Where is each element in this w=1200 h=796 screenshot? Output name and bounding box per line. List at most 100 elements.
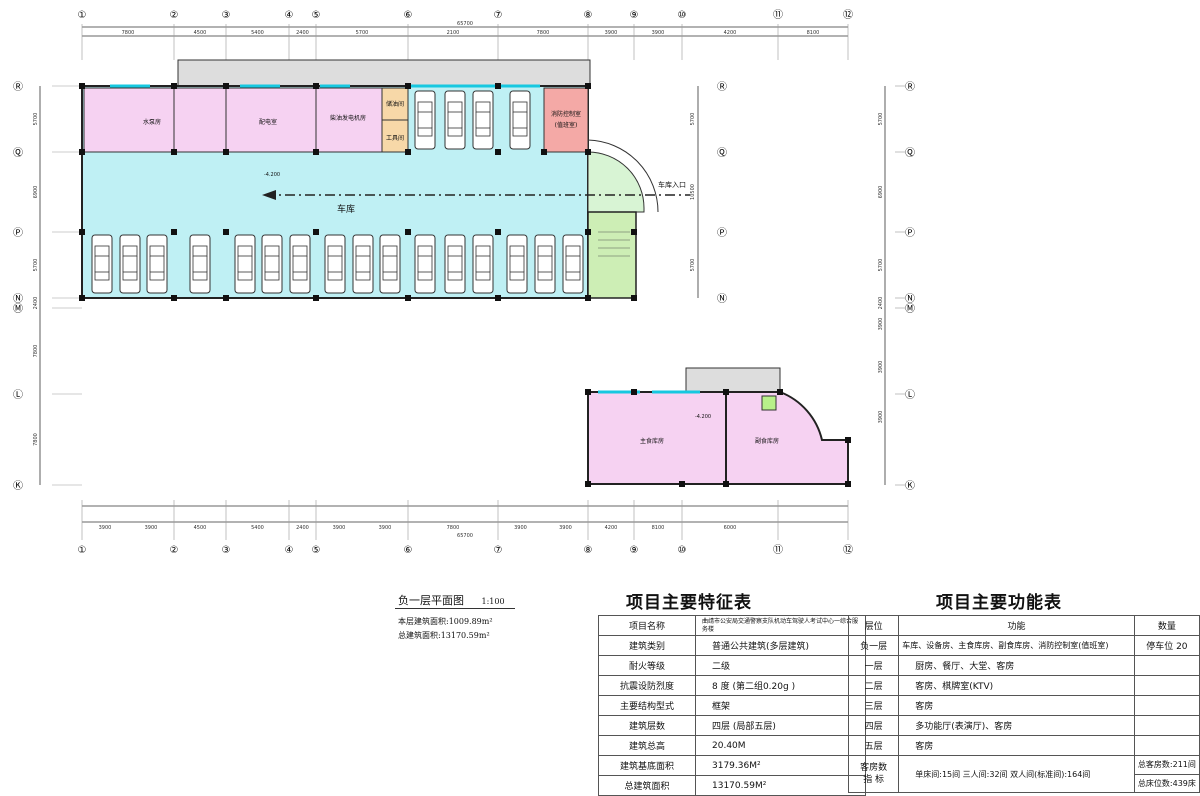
dim-bottom: 4500 <box>194 525 207 531</box>
dim-bottom: 6000 <box>724 525 737 531</box>
dim-top: 3900 <box>652 30 665 36</box>
structural-column <box>631 229 637 235</box>
oil-storage-room <box>381 87 409 121</box>
dim-bottom: 3900 <box>559 525 572 531</box>
label-garage: 车库 <box>337 203 355 215</box>
summary-label-1: 客房数 <box>860 763 888 773</box>
room-spacer <box>173 87 227 153</box>
feat-key: 项目名称 <box>598 615 696 636</box>
structural-column <box>723 481 729 487</box>
func-qty: 停车位 20 <box>1133 635 1200 656</box>
grid-bubble-col: ⑥ <box>404 10 413 21</box>
structural-column <box>585 229 591 235</box>
dim-right-b: 3900 <box>878 361 884 374</box>
plan-title: 负一层平面图 1:100 <box>398 592 505 608</box>
summary-beds: 总床位数:439床 <box>1137 779 1196 788</box>
dim-bottom: 8100 <box>652 525 665 531</box>
feat-value: 3179.36M² <box>695 755 866 776</box>
caption-underline <box>395 608 515 609</box>
dim-right: 10500 <box>690 184 696 200</box>
grid-bubble-row: Ⓡ <box>13 81 23 93</box>
structural-column <box>585 295 591 301</box>
header-function: 功能 <box>898 615 1135 636</box>
power-room <box>225 87 317 153</box>
table-row: 建筑层数四层 (局部五层) <box>598 715 866 736</box>
dim-right-b: 3900 <box>878 318 884 331</box>
function-table: 层位功能数量 负一层车库、设备房、主食库房、副食库房、消防控制室(值班室)停车位… <box>847 615 1200 793</box>
dim-top: 2400 <box>296 30 309 36</box>
grid-bubble-col: ⑩ <box>678 545 687 556</box>
level-garage: -4.200 <box>264 172 280 178</box>
side-food-store <box>725 391 849 485</box>
header-quantity: 数量 <box>1133 615 1200 636</box>
dim-top: 5700 <box>356 30 369 36</box>
structural-column <box>845 481 851 487</box>
grid-bubble-row: Ⓟ <box>905 227 915 239</box>
structural-column <box>171 83 177 89</box>
structural-column <box>495 295 501 301</box>
table-row: 主要结构型式框架 <box>598 695 866 716</box>
grid-bubble-col: ⑪ <box>773 9 783 21</box>
dim-left: 7800 <box>33 433 39 446</box>
dim-left: 7800 <box>33 345 39 358</box>
feat-key: 建筑类别 <box>598 635 696 656</box>
structural-column <box>405 229 411 235</box>
grid-bubble-row: Ⓝ <box>717 293 727 305</box>
feat-value: 曲靖市公安局交通警察支队机动车驾驶人考试中心一综合服务楼 <box>695 615 866 636</box>
label-fire-control: 消防控制室 <box>551 110 581 118</box>
table-row: 负一层车库、设备房、主食库房、副食库房、消防控制室(值班室)停车位 20 <box>847 635 1200 656</box>
dim-bottom: 3900 <box>99 525 112 531</box>
structural-column <box>585 481 591 487</box>
structural-column <box>495 83 501 89</box>
dim-top-total: 65700 <box>457 21 473 27</box>
dim-bottom: 5400 <box>251 525 264 531</box>
dim-top: 4200 <box>724 30 737 36</box>
structural-column <box>405 83 411 89</box>
dim-top: 8100 <box>807 30 820 36</box>
structural-column <box>679 481 685 487</box>
func-desc: 厨房、餐厅、大堂、客房 <box>898 655 1135 676</box>
func-qty <box>1133 655 1200 676</box>
features-table: 项目名称曲靖市公安局交通警察支队机动车驾驶人考试中心一综合服务楼 建筑类别普通公… <box>598 615 866 796</box>
dim-bottom: 7800 <box>447 525 460 531</box>
grid-bubble-row: Ⓜ <box>13 303 23 315</box>
grid-bubble-col: ⑦ <box>494 545 503 556</box>
structural-column <box>777 389 783 395</box>
dim-right: 5700 <box>690 259 696 272</box>
structural-column <box>223 295 229 301</box>
dim-top: 4500 <box>194 30 207 36</box>
label-side-food: 副食库房 <box>755 437 779 445</box>
summary-rooms: 总客房数:211间 <box>1134 756 1199 775</box>
grid-bubble-row: Ⓠ <box>905 147 915 159</box>
grid-bubble-row: Ⓟ <box>13 227 23 239</box>
structural-column <box>723 389 729 395</box>
dim-top: 2100 <box>447 30 460 36</box>
grid-bubble-col: ⑩ <box>678 10 687 21</box>
structural-column <box>79 295 85 301</box>
table-row: 四层多功能厅(表演厅)、客房 <box>847 715 1200 736</box>
structural-column <box>845 437 851 443</box>
table-row: 二层客房、棋牌室(KTV) <box>847 675 1200 696</box>
grid-bubble-col: ⑫ <box>843 544 853 556</box>
feat-key: 耐火等级 <box>598 655 696 676</box>
features-table-title: 项目主要特征表 <box>626 593 752 613</box>
dim-top: 7800 <box>537 30 550 36</box>
feat-key: 建筑总高 <box>598 735 696 756</box>
feat-value: 20.40M <box>695 735 866 756</box>
grid-bubble-col: ⑧ <box>584 545 593 556</box>
table-row: 建筑类别普通公共建筑(多层建筑) <box>598 635 866 656</box>
lower-canopy <box>685 367 781 393</box>
structural-column <box>313 149 319 155</box>
grid-bubble-row: Ⓛ <box>905 389 915 401</box>
structural-column <box>171 229 177 235</box>
structural-column <box>79 149 85 155</box>
feat-key: 建筑基底面积 <box>598 755 696 776</box>
grid-bubble-row: Ⓠ <box>13 147 23 159</box>
feat-value: 普通公共建筑(多层建筑) <box>695 635 866 656</box>
structural-column <box>79 229 85 235</box>
feat-key: 总建筑面积 <box>598 775 696 796</box>
dim-bottom: 2400 <box>296 525 309 531</box>
plan-scale: 1:100 <box>481 597 505 606</box>
dim-right-b: 6900 <box>878 186 884 199</box>
